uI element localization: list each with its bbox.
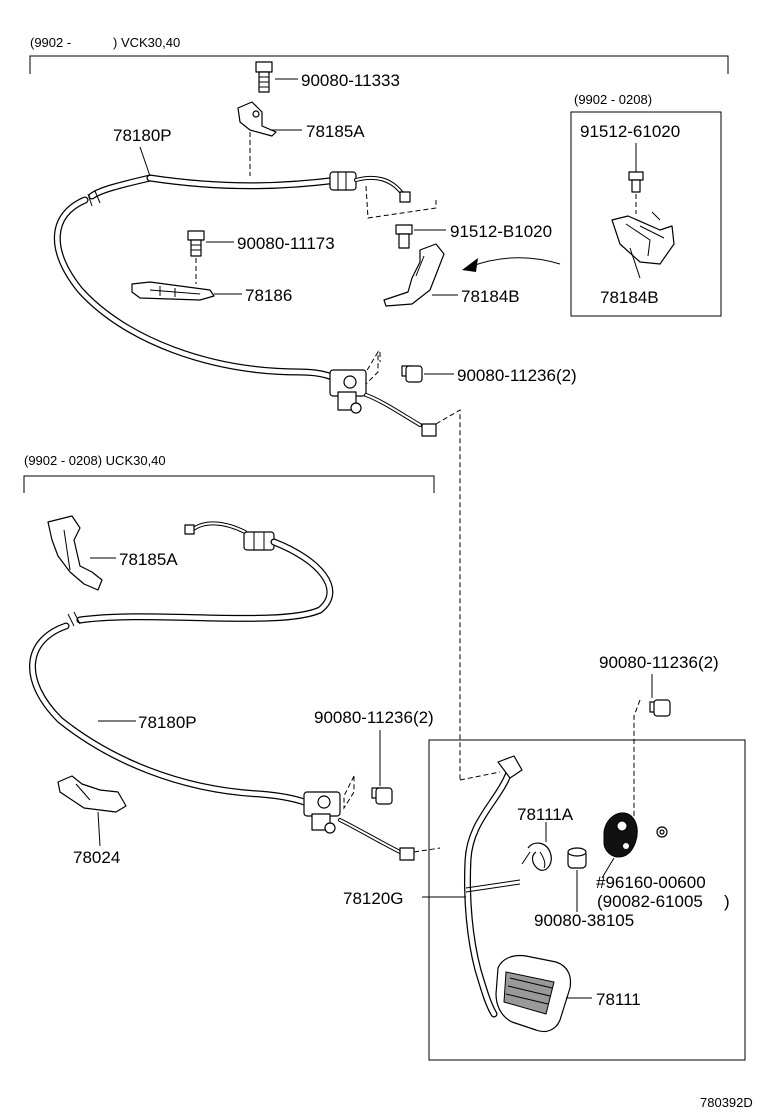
label-90080-11236-right: 90080-11236(2) [599, 653, 719, 672]
label-90080-11333: 90080-11333 [301, 71, 400, 90]
header-top-range: (9902 - [30, 35, 71, 50]
bolt-icon [395, 224, 413, 249]
label-96160-00600: #96160-00600 [596, 873, 706, 892]
label-78120G: 78120G [343, 889, 404, 908]
label-90080-11236-top: 90080-11236(2) [457, 366, 577, 385]
inset-box [570, 111, 722, 317]
label-90082-61005: (90082-61005 [597, 892, 703, 911]
label-78186: 78186 [245, 286, 292, 305]
bolt-icon [255, 61, 273, 93]
label-91512-61020: 91512-61020 [580, 122, 680, 141]
pedal-lever-icon [463, 755, 523, 1018]
washer-icon [656, 826, 668, 838]
label-78180P-top: 78180P [113, 126, 172, 145]
label-78185A-top: 78185A [306, 122, 365, 141]
label-90080-38105: 90080-38105 [534, 911, 634, 930]
accelerator-cable-top [53, 171, 437, 437]
label-78184B-inset: 78184B [600, 288, 659, 307]
label-91512-B1020: 91512-B1020 [450, 222, 552, 241]
drawing-code: 780392D [700, 1095, 753, 1110]
label-stopper-close: ) [724, 892, 730, 911]
header-top-bracket [29, 55, 729, 74]
label-90080-11173: 90080-11173 [237, 234, 335, 253]
header-top-model: ) VCK30,40 [113, 35, 180, 50]
label-78180P-low: 78180P [138, 713, 197, 732]
bracket-icon [47, 515, 103, 591]
nut-icon [401, 365, 423, 383]
label-78024: 78024 [73, 848, 120, 867]
bracket-icon [57, 775, 127, 813]
arrow-icon [471, 257, 561, 267]
nut-icon [649, 699, 671, 717]
bolt-icon [628, 171, 644, 193]
bolt-icon [187, 230, 205, 257]
clip-icon [383, 243, 445, 307]
label-78184B-main: 78184B [461, 287, 520, 306]
clip-icon [611, 211, 675, 265]
spring-icon [521, 842, 552, 871]
label-78111A: 78111A [517, 805, 574, 824]
accelerator-cable-low [29, 521, 415, 861]
pedal-pad-icon [495, 954, 572, 1033]
bracket-icon [237, 101, 277, 137]
bushing-icon [567, 847, 587, 869]
stopper-icon [603, 812, 638, 858]
header-mid-bracket [23, 475, 435, 493]
label-78185A-low: 78185A [119, 550, 178, 569]
arrow-head-icon [462, 258, 478, 272]
pedal-box [428, 739, 746, 1061]
label-90080-11236-low: 90080-11236(2) [314, 708, 434, 727]
header-mid: (9902 - 0208) UCK30,40 [24, 453, 166, 468]
bracket-icon [131, 281, 215, 301]
label-78111: 78111 [596, 990, 641, 1009]
nut-icon [371, 787, 393, 805]
inset-header: (9902 - 0208) [574, 92, 652, 107]
